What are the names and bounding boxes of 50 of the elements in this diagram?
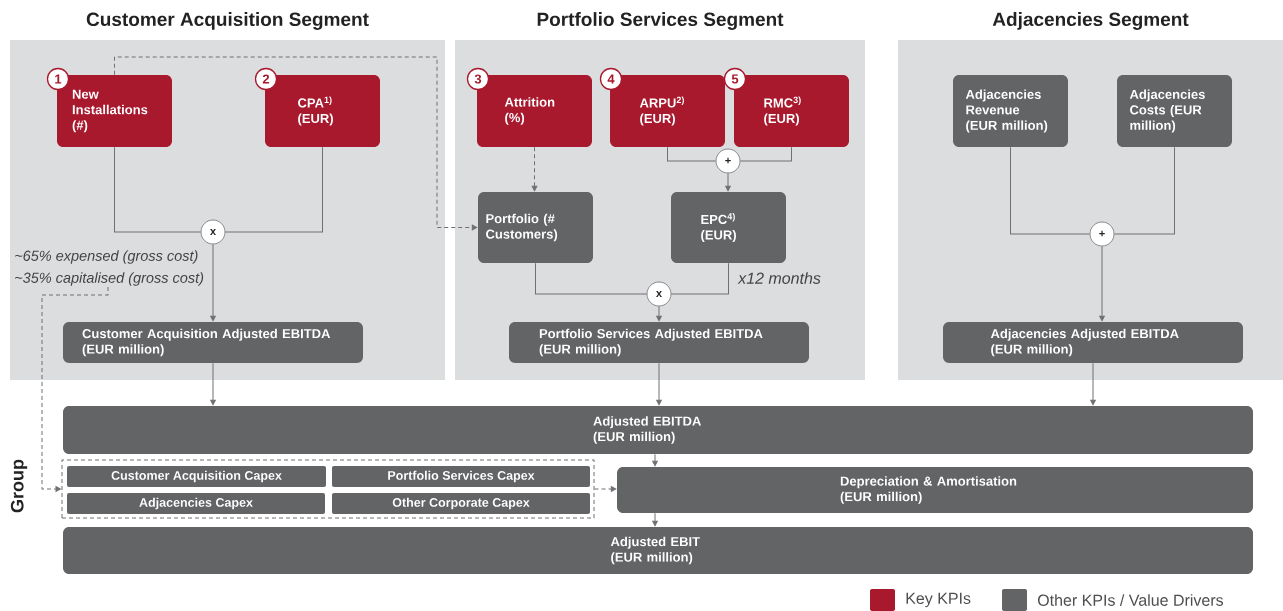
connector-line <box>535 262 648 295</box>
driver-box: EPC$^{4)}$ (EUR) <box>671 192 786 263</box>
arrow <box>210 362 216 406</box>
edge-label: ~65% expensed (gross cost) <box>13 249 200 265</box>
driver-box: Adjacencies Adjusted EBITDA (EUR million) <box>943 322 1243 363</box>
callout-number: 1 <box>46 67 70 91</box>
capex-box: Other Corporate Capex <box>332 493 590 514</box>
segment-title: Portfolio Services Segment <box>537 12 784 30</box>
dashed-arrow <box>531 146 538 192</box>
row-label: Group <box>10 459 28 513</box>
arrow <box>656 362 662 406</box>
arrow <box>656 305 662 322</box>
note-text: ~35% capitalised (gross cost) <box>15 272 204 286</box>
arrow <box>210 243 216 322</box>
callout-number: 2 <box>254 67 278 91</box>
capex-box: Portfolio Services Capex <box>332 466 590 487</box>
callout-number: 3 <box>466 67 490 91</box>
arrow <box>1090 362 1096 406</box>
legend-text: Other KPIs / Value Drivers <box>1037 594 1224 606</box>
driver-box: Adjusted EBITDA (EUR million) <box>63 406 1253 454</box>
driver-box: Portfolio Services Adjusted EBITDA (EUR million) <box>509 322 809 363</box>
connector-line <box>670 262 729 295</box>
connector-line <box>1010 146 1091 235</box>
connector-line <box>739 146 792 162</box>
driver-box: Customer Acquisition Adjusted EBITDA (EUR million) <box>63 322 363 363</box>
arrow <box>1099 245 1105 322</box>
segment-title: Adjacencies Segment <box>992 12 1189 30</box>
note-text: x12 months <box>737 272 821 284</box>
dashed-arrow <box>114 56 478 231</box>
driver-box: Adjacencies Costs (EUR million) <box>1117 75 1232 147</box>
segment-title: Customer Acquisition Segment <box>86 12 369 30</box>
callout-number: 4 <box>599 67 623 91</box>
connector-line <box>114 146 202 233</box>
legend-text: Key KPIs <box>906 592 971 608</box>
driver-box: Depreciation & Amortisation (EUR million) <box>617 467 1253 513</box>
dashed-arrow <box>41 286 109 492</box>
connector-line <box>667 146 717 162</box>
capex-box: Customer Acquisition Capex <box>67 466 326 487</box>
callout-number: 5 <box>723 67 747 91</box>
driver-box: Adjacencies Revenue (EUR million) <box>953 75 1068 147</box>
dashed-group-frame <box>61 459 595 519</box>
driver-box: Portfolio (# Customers) <box>478 192 593 263</box>
arrow <box>652 453 658 467</box>
arrow <box>652 512 658 527</box>
dashed-arrow <box>594 486 617 492</box>
capex-box: Adjacencies Capex <box>67 493 325 514</box>
driver-box: Adjusted EBIT (EUR million) <box>63 527 1253 574</box>
connector-line <box>224 146 323 233</box>
connector-line <box>1113 146 1175 235</box>
arrow <box>725 172 731 192</box>
